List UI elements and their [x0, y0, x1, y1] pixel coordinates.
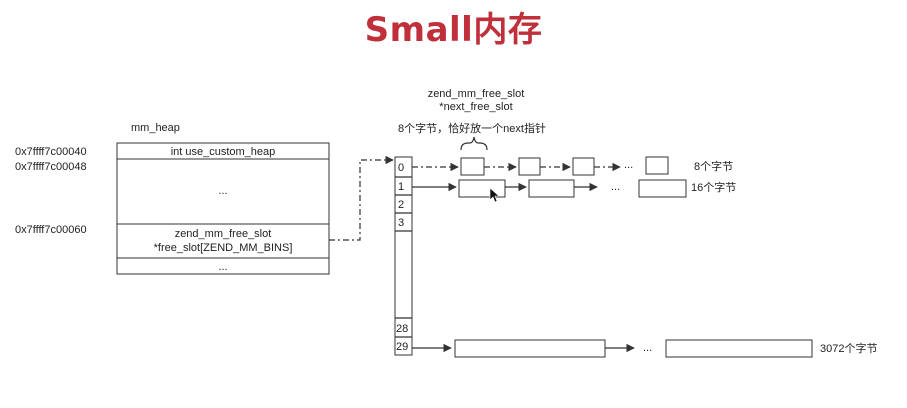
bin1-ellipsis: ...: [611, 181, 620, 193]
bin29-ellipsis: ...: [643, 342, 652, 354]
bin1-slot-last: [638, 179, 687, 198]
note-text: 8个字节，恰好放一个next指针: [398, 121, 546, 135]
slot-type-line2: *next_free_slot: [439, 101, 512, 113]
free-slot-line1: zend_mm_free_slot: [175, 228, 272, 240]
bin0-slot-2: [572, 157, 595, 176]
address-1: 0x7ffff7c00048: [15, 161, 87, 173]
bin0-size-label: 8个字节: [694, 159, 733, 173]
bin0-slot-last: [645, 156, 669, 175]
bin-index-28: 28: [396, 323, 408, 335]
bin1-slot-1: [528, 179, 575, 198]
bin-index-0: 0: [398, 162, 404, 174]
bin1-slot-0: [458, 179, 506, 198]
heap-ellipsis-2-text: ...: [218, 261, 227, 273]
bin0-slot-0: [460, 157, 485, 176]
note-brace: [460, 136, 488, 151]
page-title: Small内存: [364, 10, 543, 50]
bin1-size-label: 16个字节: [691, 180, 736, 194]
mouse-cursor-icon: [489, 187, 500, 203]
free-slot-pointer-arrow: [329, 155, 394, 241]
bin29-slot-0: [454, 339, 606, 358]
bin29-size-label: 3072个字节: [820, 341, 877, 355]
heap-field-ellipsis-2: [116, 257, 330, 275]
bin0-slot-1: [518, 157, 541, 176]
slot-type-line1: zend_mm_free_slot: [428, 88, 525, 100]
bin0-ellipsis: ...: [624, 159, 633, 171]
bin29-slot-last: [665, 339, 813, 358]
bin-index-3: 3: [398, 217, 404, 229]
address-2: 0x7ffff7c00060: [15, 224, 87, 236]
use-custom-heap-text: int use_custom_heap: [171, 146, 276, 158]
address-0: 0x7ffff7c00040: [15, 146, 87, 158]
heap-ellipsis-1-text: ...: [218, 185, 227, 197]
heap-field-free-slot: [116, 223, 330, 259]
bin-index-1: 1: [398, 181, 404, 193]
bin-index-2: 2: [398, 199, 404, 211]
bins-column: [394, 156, 413, 356]
bin-index-29: 29: [396, 341, 408, 353]
heap-label: mm_heap: [131, 122, 180, 134]
free-slot-line2: *free_slot[ZEND_MM_BINS]: [154, 242, 293, 254]
